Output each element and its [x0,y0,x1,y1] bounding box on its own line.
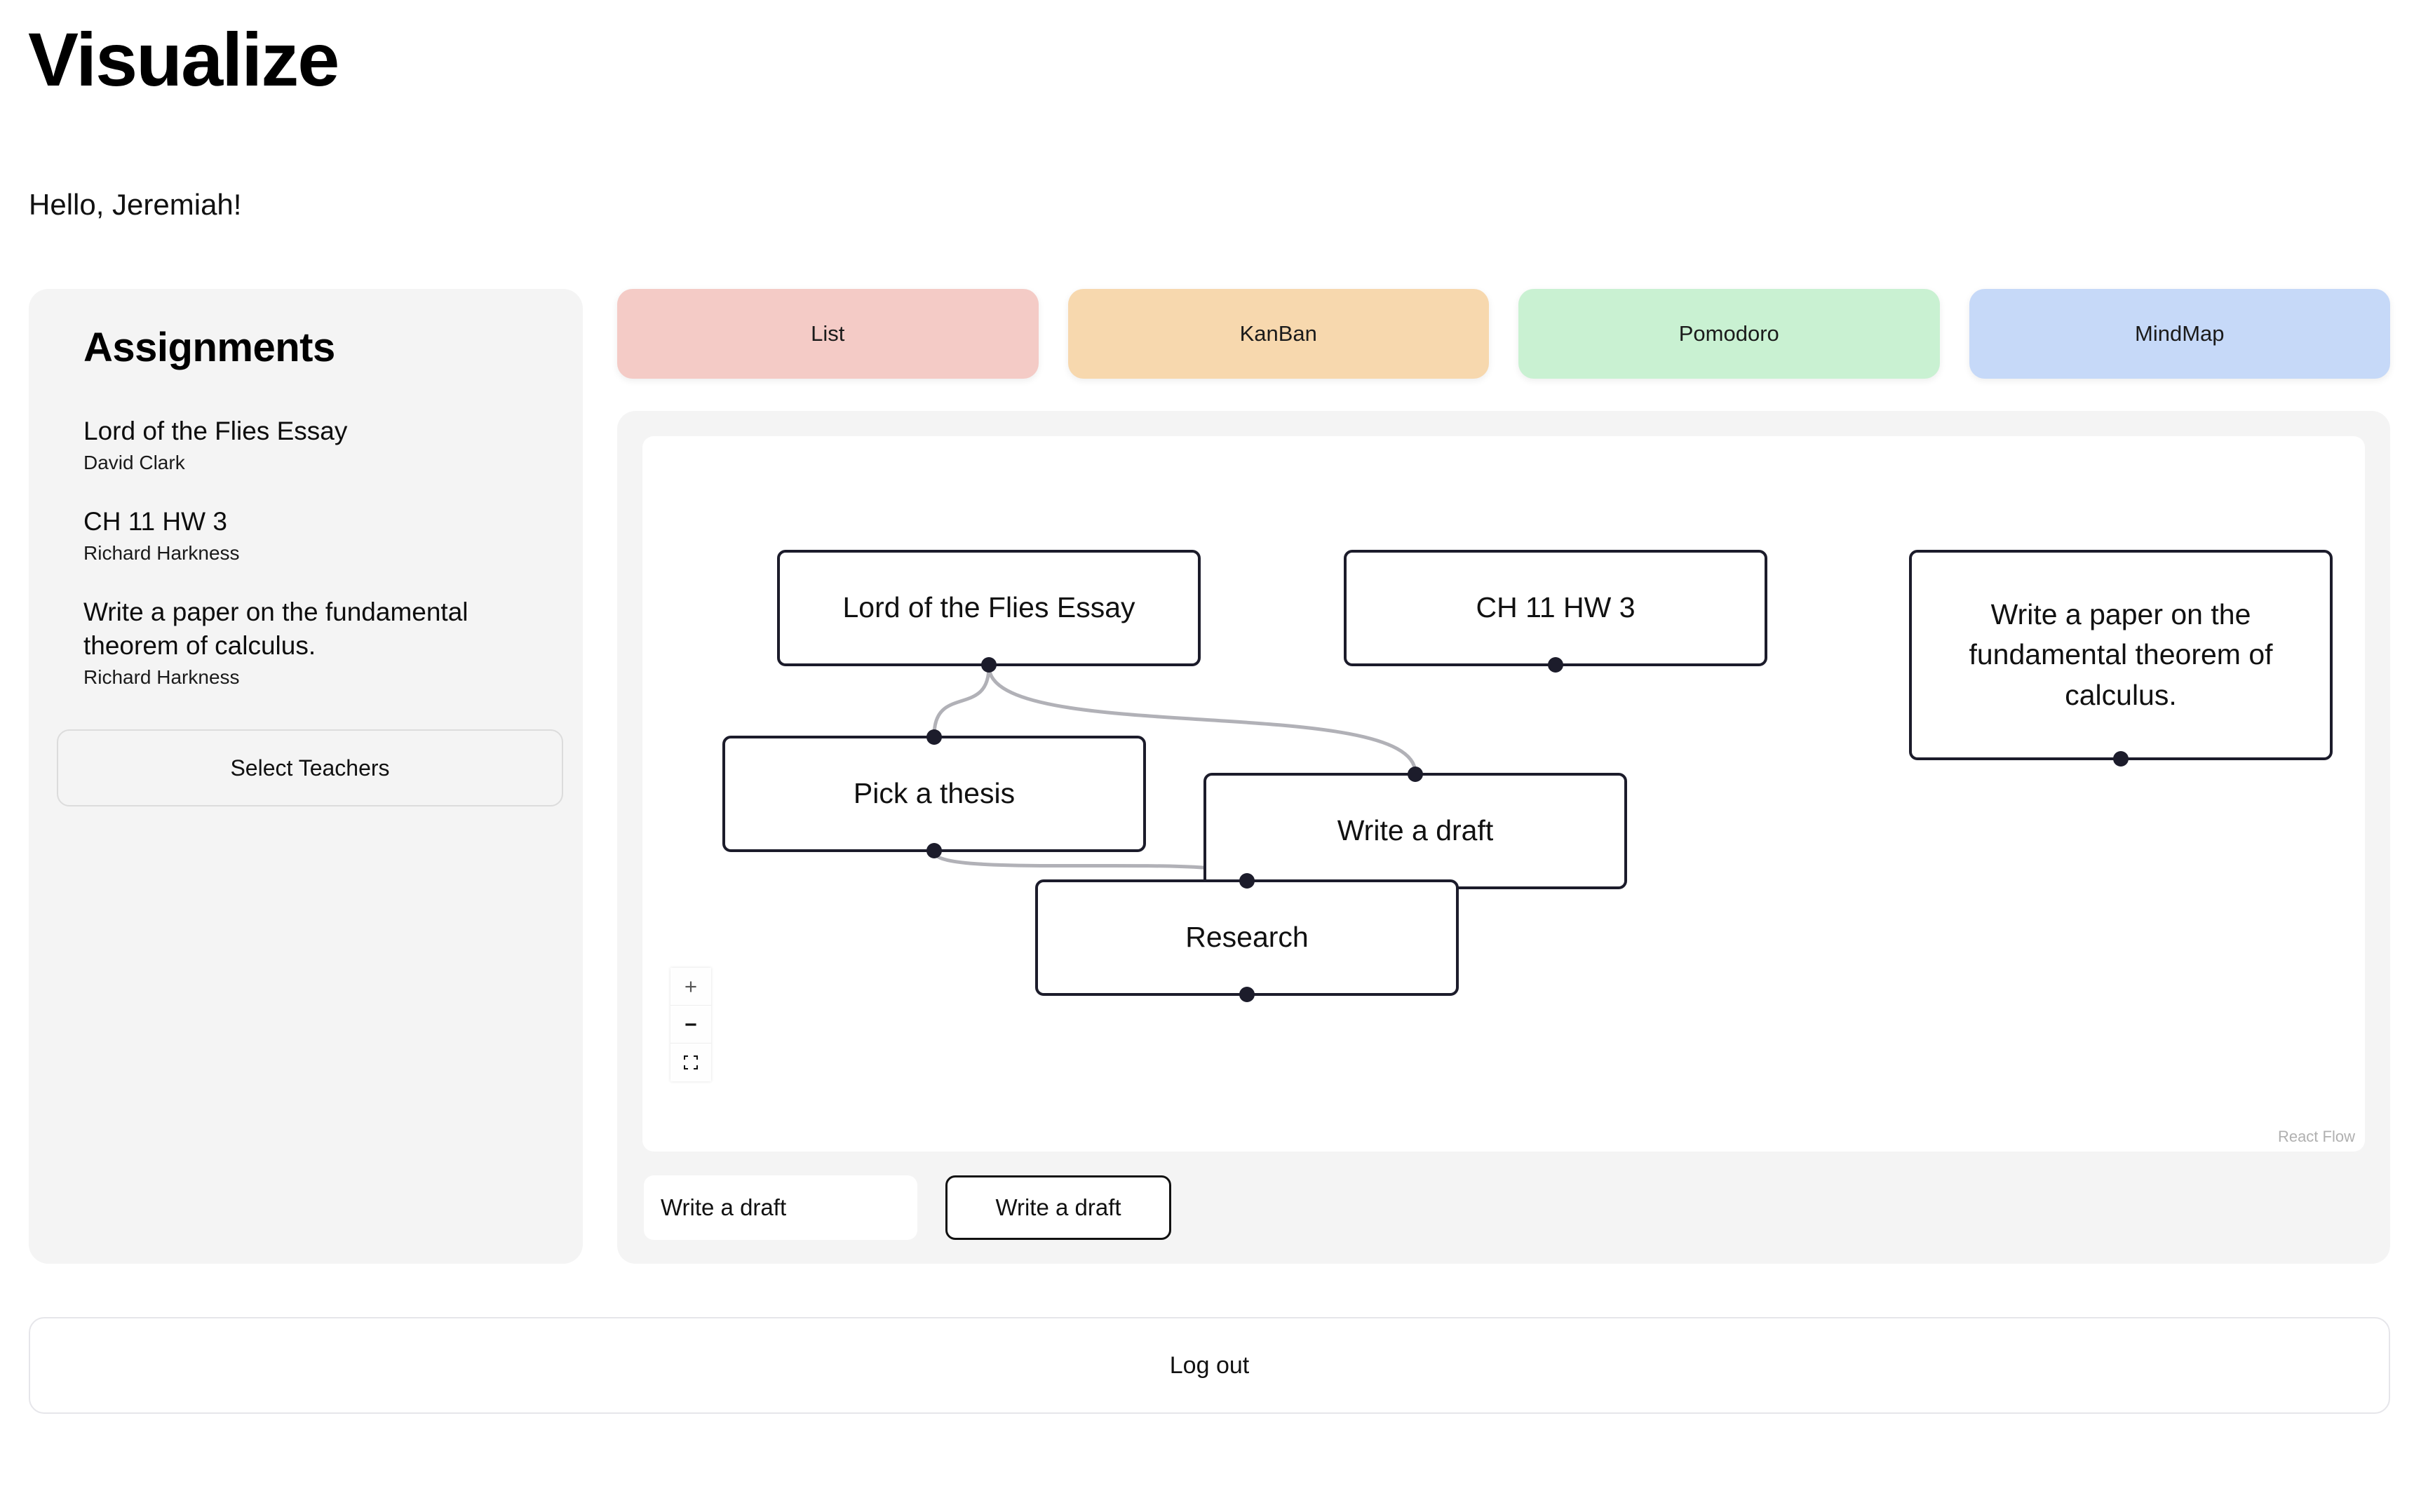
mindmap-node-thesis[interactable]: Pick a thesis [722,729,1146,858]
mindmap-node-ch11[interactable]: CH 11 HW 3 [1344,550,1767,673]
flow-edge-lord-to-thesis [932,664,991,738]
logout-button[interactable]: Log out [29,1317,2390,1414]
assignments-sidebar: Assignments Lord of the Flies Essay Davi… [29,289,583,1264]
tab-kanban[interactable]: KanBan [1067,289,1489,379]
node-handle-bottom[interactable] [2113,751,2129,767]
mindmap-node-research[interactable]: Research [1035,873,1459,1002]
list-item[interactable]: CH 11 HW 3 Richard Harkness [83,505,555,565]
mindmap-panel: Lord of the Flies Essay CH 11 HW 3 Write a… [617,411,2390,1264]
mindmap-node-label: Write a draft [1337,814,1494,847]
page-title: Visualize [28,17,339,102]
mindmap-node-draft[interactable]: Write a draft [1203,767,1627,896]
zoom-in-icon[interactable] [670,968,711,1006]
view-tabs: List KanBan Pomodoro MindMap [617,289,2390,379]
list-item[interactable]: Write a paper on the fundamental theorem… [83,595,555,689]
flow-controls [670,968,711,1081]
mindmap-node-label: Write a paper on the fundamental theorem… [1969,598,2273,711]
assignment-teacher: Richard Harkness [83,541,240,564]
draft-text-input[interactable] [644,1175,917,1240]
tab-pomodoro[interactable]: Pomodoro [1518,289,1940,379]
node-handle-top[interactable] [926,729,942,745]
node-handle-top[interactable] [1239,873,1255,889]
greeting-text: Hello, Jeremiah! [29,188,242,221]
assignment-teacher: Richard Harkness [83,666,240,689]
assignment-name: Write a paper on the fundamental theorem… [83,597,468,661]
mindmap-node-label: Lord of the Flies Essay [842,591,1135,624]
fit-view-icon[interactable] [670,1044,711,1081]
draft-submit-button[interactable]: Write a draft [945,1175,1171,1240]
sidebar-title: Assignments [83,325,335,370]
assignment-teacher: David Clark [83,451,185,473]
node-handle-bottom[interactable] [981,657,997,673]
node-handle-bottom[interactable] [1548,657,1563,673]
assignment-name: CH 11 HW 3 [83,506,227,536]
draft-input-row: Write a draft [644,1175,1171,1240]
tab-list[interactable]: List [617,289,1039,379]
node-handle-bottom[interactable] [926,843,942,858]
react-flow-attribution: React Flow [2277,1128,2355,1145]
mindmap-node-calculus[interactable]: Write a paper on the fundamental theorem… [1909,550,2333,767]
list-item[interactable]: Lord of the Flies Essay David Clark [83,414,555,474]
flow-canvas[interactable]: Lord of the Flies Essay CH 11 HW 3 Write a… [642,436,2365,1152]
assignment-name: Lord of the Flies Essay [83,417,348,445]
node-handle-top[interactable] [1408,767,1423,782]
assignment-list: Lord of the Flies Essay David Clark CH 1… [83,414,555,689]
zoom-out-icon[interactable] [670,1006,711,1044]
mindmap-node-label: CH 11 HW 3 [1476,591,1636,624]
node-handle-bottom[interactable] [1239,987,1255,1002]
flow-edge-thesis-to-research [932,850,1249,882]
tab-mindmap[interactable]: MindMap [1969,289,2390,379]
mindmap-node-lord[interactable]: Lord of the Flies Essay [777,550,1201,673]
select-teachers-button[interactable]: Select Teachers [57,729,563,807]
mindmap-node-label: Pick a thesis [853,777,1016,810]
mindmap-node-label: Research [1185,921,1309,954]
